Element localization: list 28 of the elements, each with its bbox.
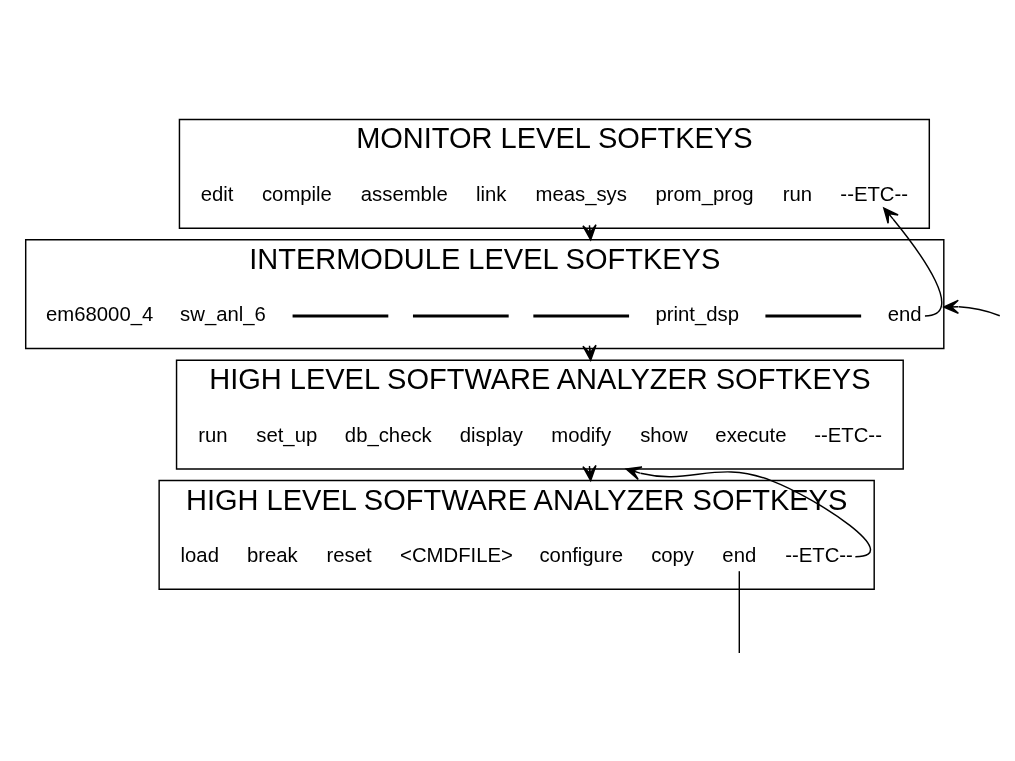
- node-text: sw_anl_6: [180, 302, 266, 325]
- node-text: --ETC--: [785, 543, 853, 566]
- node-text: link: [476, 182, 507, 205]
- node-text: copy: [651, 543, 695, 566]
- node-text: end: [722, 543, 757, 566]
- node-text: end: [887, 302, 922, 325]
- node-text: load: [180, 543, 219, 566]
- node-text: em68000_4: [46, 302, 154, 325]
- node-text: set_up: [256, 423, 318, 446]
- node-text: execute: [715, 423, 787, 446]
- node-text: --ETC--: [814, 423, 882, 446]
- node-text: assemble: [360, 182, 448, 205]
- node-text: meas_sys: [535, 182, 627, 205]
- node-text: run: [782, 182, 812, 205]
- node-text: reset: [326, 543, 372, 566]
- node-text: break: [246, 543, 298, 566]
- node-text: run: [198, 423, 228, 446]
- node-text: configure: [539, 543, 623, 566]
- node-text: edit: [200, 182, 234, 205]
- node-text: compile: [261, 182, 332, 205]
- node-text: print_dsp: [655, 302, 739, 325]
- node-text: show: [640, 423, 688, 446]
- node-text: db_check: [344, 423, 432, 446]
- node-text: --ETC--: [840, 182, 909, 205]
- node-text: prom_prog: [655, 182, 754, 205]
- node-text: modify: [551, 423, 612, 446]
- node-text: <CMDFILE>: [400, 543, 513, 566]
- node-text: display: [459, 423, 523, 446]
